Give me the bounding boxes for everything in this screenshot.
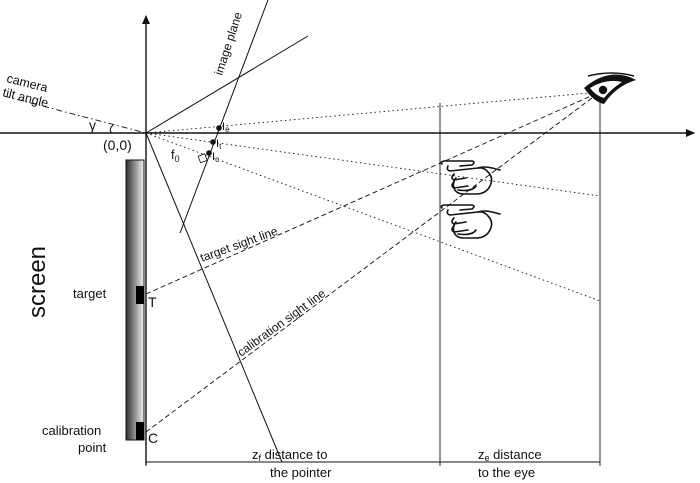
ic-sub: c xyxy=(215,155,219,164)
ic-label: Ic xyxy=(212,151,219,164)
point-ic xyxy=(206,150,212,156)
calibration-label-line1: calibration xyxy=(42,423,101,438)
it-sub: t xyxy=(219,142,222,151)
origin-label: (0,0) xyxy=(103,137,132,153)
target-marker-label: T xyxy=(148,294,157,310)
f0-sub: 0 xyxy=(174,154,179,164)
calibration-label-line2: point xyxy=(78,440,107,455)
zf-distance-label: zf distance to xyxy=(252,447,328,463)
image-plane-label: image plane xyxy=(212,10,246,77)
zf-rest: distance to xyxy=(261,447,328,462)
gamma-arc xyxy=(110,125,113,133)
pointing-hand-icon-upper xyxy=(441,161,500,194)
target-sight-line xyxy=(146,92,600,294)
point-ie xyxy=(216,125,222,131)
point-it xyxy=(210,139,216,145)
calibration-marker-label: C xyxy=(148,430,158,446)
ie-sub: e xyxy=(225,125,230,134)
pointing-hand-icon-lower xyxy=(441,205,500,238)
target-marker xyxy=(136,286,144,304)
ze-rest: distance xyxy=(490,447,542,462)
calibration-marker xyxy=(136,422,144,440)
ie-label: Ie xyxy=(222,121,230,134)
ze-distance-label-line2: to the eye xyxy=(478,465,535,480)
zf-distance-label-line2: the pointer xyxy=(270,465,332,480)
f0-label: f0 xyxy=(171,148,180,164)
gamma-label: γ xyxy=(89,117,96,133)
fov-lower-line xyxy=(146,133,282,462)
eye-icon xyxy=(584,73,636,104)
calibration-sight-line-label: calibration sight line xyxy=(235,286,329,359)
target-sight-line-label: target sight line xyxy=(198,224,280,265)
it-label: It xyxy=(216,138,222,151)
eye-projection-line xyxy=(146,92,600,133)
target-label: target xyxy=(73,286,107,301)
ze-distance-label: ze distance xyxy=(478,447,542,463)
screen-label: screen xyxy=(24,246,51,318)
